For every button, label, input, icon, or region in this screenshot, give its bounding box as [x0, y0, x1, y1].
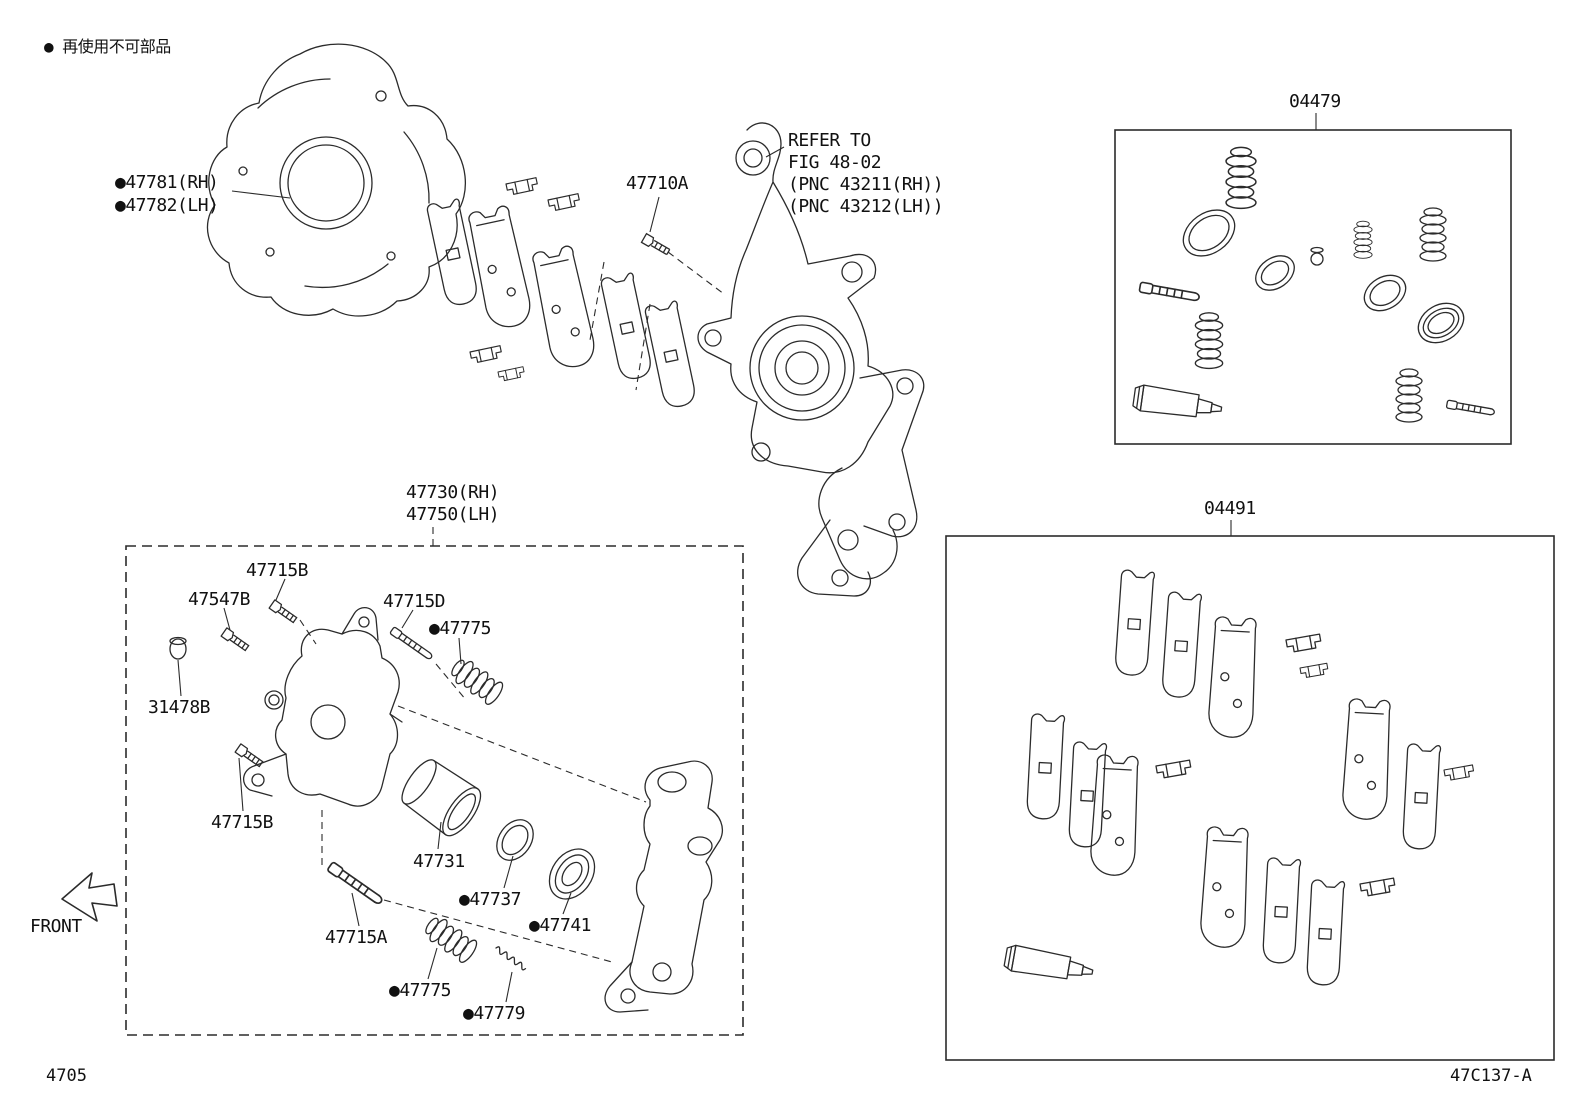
- callout-piston: 47731: [413, 851, 465, 872]
- callout-caliper-assy-rh: 47730(RH): [406, 482, 500, 503]
- refer-note-line1: REFER TO: [788, 130, 871, 151]
- refer-note-line3: (PNC 43211(RH)): [788, 174, 944, 195]
- seal-kit-parts-drawing: [1131, 146, 1496, 423]
- callout-seal-kit: 04479: [1289, 91, 1341, 112]
- refer-note-line2: FIG 48-02: [788, 152, 882, 173]
- group-boxes: [125, 129, 1555, 1061]
- front-label: FRONT: [30, 916, 82, 937]
- seal-kit-box: [1114, 129, 1512, 445]
- refer-note-line4: (PNC 43212(LH)): [788, 196, 944, 217]
- callout-boot-lower: ●47775: [389, 980, 452, 1001]
- page-number: 4705: [46, 1066, 87, 1086]
- caliper-group-box: [125, 545, 744, 1036]
- callout-bleeder-plug: 47547B: [188, 589, 251, 610]
- leader-lines: [177, 113, 1317, 1003]
- callout-bleeder-cap: 31478B: [148, 697, 211, 718]
- callout-bolt-upper: 47715B: [246, 560, 309, 581]
- cylinder-boot-drawing: [548, 848, 596, 900]
- pad-kit-box: [945, 535, 1555, 1061]
- caliper-body-drawing: [243, 607, 403, 807]
- callout-caliper-assy-lh: 47750(LH): [406, 504, 500, 525]
- callout-boot-upper: ●47775: [429, 618, 492, 639]
- caliper-mount-bracket-drawing: [604, 760, 723, 1013]
- callout-dust-cover-rh: ●47781(RH): [115, 172, 219, 193]
- figure-code: 47C137-A: [1450, 1066, 1532, 1086]
- dust-cover-drawing: [206, 43, 467, 317]
- caliper-small-parts-drawing: [169, 599, 596, 972]
- callout-dust-cover-lh: ●47782(LH): [115, 195, 219, 216]
- callout-pin-boot: ●47779: [463, 1003, 526, 1024]
- callout-pad-kit: 04491: [1204, 498, 1256, 519]
- callout-slide-pin-upper: 47715D: [383, 591, 446, 612]
- assembly-dashed-lines: [299, 251, 725, 963]
- callout-slide-pin-lower: 47715A: [325, 927, 388, 948]
- callout-cylinder-boot: ●47741: [529, 915, 592, 936]
- callout-bolt-lower: 47715B: [211, 812, 274, 833]
- knuckle-bolt-drawing: [640, 233, 672, 257]
- front-arrow: [61, 872, 118, 922]
- caliper-bracket-upper-drawing: [797, 369, 925, 597]
- callout-knuckle-bolt: 47710A: [626, 173, 689, 194]
- piston-drawing: [401, 759, 482, 837]
- nonreusable-note: ● 再使用不可部品: [44, 37, 171, 56]
- callout-piston-seal: ●47737: [459, 889, 522, 910]
- pad-kit-parts-drawing: [1002, 569, 1475, 987]
- steering-knuckle-drawing: [697, 122, 894, 474]
- brake-pads-exploded-drawing: [425, 177, 699, 410]
